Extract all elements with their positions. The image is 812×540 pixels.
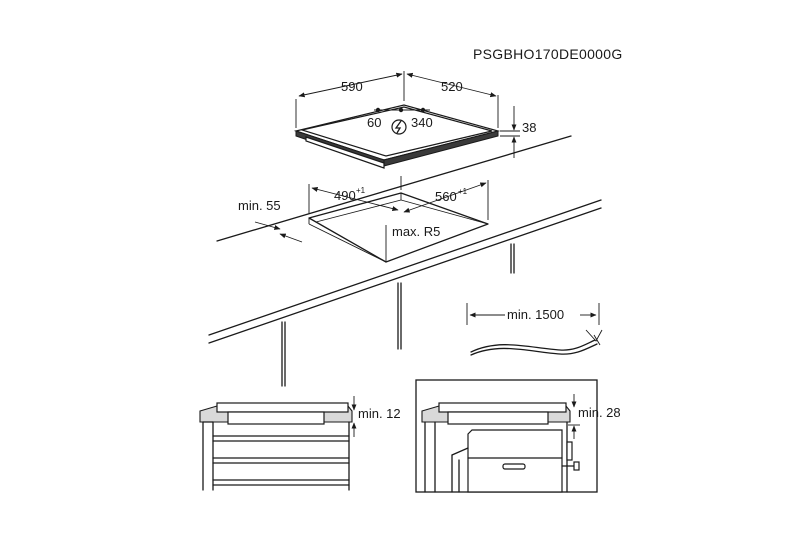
hob-body xyxy=(305,136,385,169)
corner-radius-label: max. R5 xyxy=(392,224,440,239)
hob-drawing: 60 340 590 520 38 xyxy=(293,71,536,169)
hob-height-label: 38 xyxy=(522,120,536,135)
left-clearance-label: min. 12 xyxy=(358,406,401,421)
oven-side-knob xyxy=(573,461,580,471)
worktop-front-edge-top xyxy=(208,199,602,336)
hob-point-mid xyxy=(398,107,404,113)
power-connection-icon xyxy=(391,119,407,135)
hob-depth-label: 520 xyxy=(441,79,463,94)
edge-distance-label: min. 55 xyxy=(238,198,281,213)
worktop-drawing: 490 +1 560 +1 min. 55 max. R5 xyxy=(208,135,602,387)
cable-drawing: min. 1500 xyxy=(466,303,603,356)
right-section-drawing: min. 28 xyxy=(415,379,621,493)
cable-wire-ends xyxy=(585,329,603,346)
right-hob-glass xyxy=(438,402,567,413)
hob-width-label: 590 xyxy=(341,79,363,94)
hob-right-offset: 340 xyxy=(411,115,433,130)
cutout-depth-label: 560 xyxy=(435,189,457,204)
cutout-width-dimension xyxy=(311,186,399,212)
cutout-width-label: 490 xyxy=(334,188,356,203)
oven-side-bracket xyxy=(566,441,573,461)
left-hob-glass xyxy=(216,402,349,413)
oven-handle xyxy=(502,463,526,470)
hob-width-dimension xyxy=(298,72,403,98)
left-hob-body xyxy=(227,411,325,425)
hob-depth-dimension xyxy=(406,72,497,98)
hob-point-left xyxy=(375,107,381,113)
document-code: PSGBHO170DE0000G xyxy=(473,46,623,62)
edge-distance-arrow-front xyxy=(279,233,303,243)
hob-left-offset: 60 xyxy=(367,115,381,130)
edge-distance-arrow-back xyxy=(254,221,281,230)
cable-length-label: min. 1500 xyxy=(507,307,564,322)
cable-line-2 xyxy=(470,343,598,356)
cable-line-1 xyxy=(470,339,596,353)
cutout-depth-dimension xyxy=(403,182,487,213)
right-clearance-label: min. 28 xyxy=(578,405,621,420)
left-section-drawing: min. 12 xyxy=(199,396,401,491)
oven-outline xyxy=(467,429,563,493)
cutout-width-tolerance: +1 xyxy=(356,186,366,195)
hob-point-right xyxy=(420,107,426,113)
worktop-front-edge-bottom xyxy=(208,207,602,344)
cutout-depth-tolerance: +1 xyxy=(458,187,468,196)
right-hob-body xyxy=(447,411,549,425)
